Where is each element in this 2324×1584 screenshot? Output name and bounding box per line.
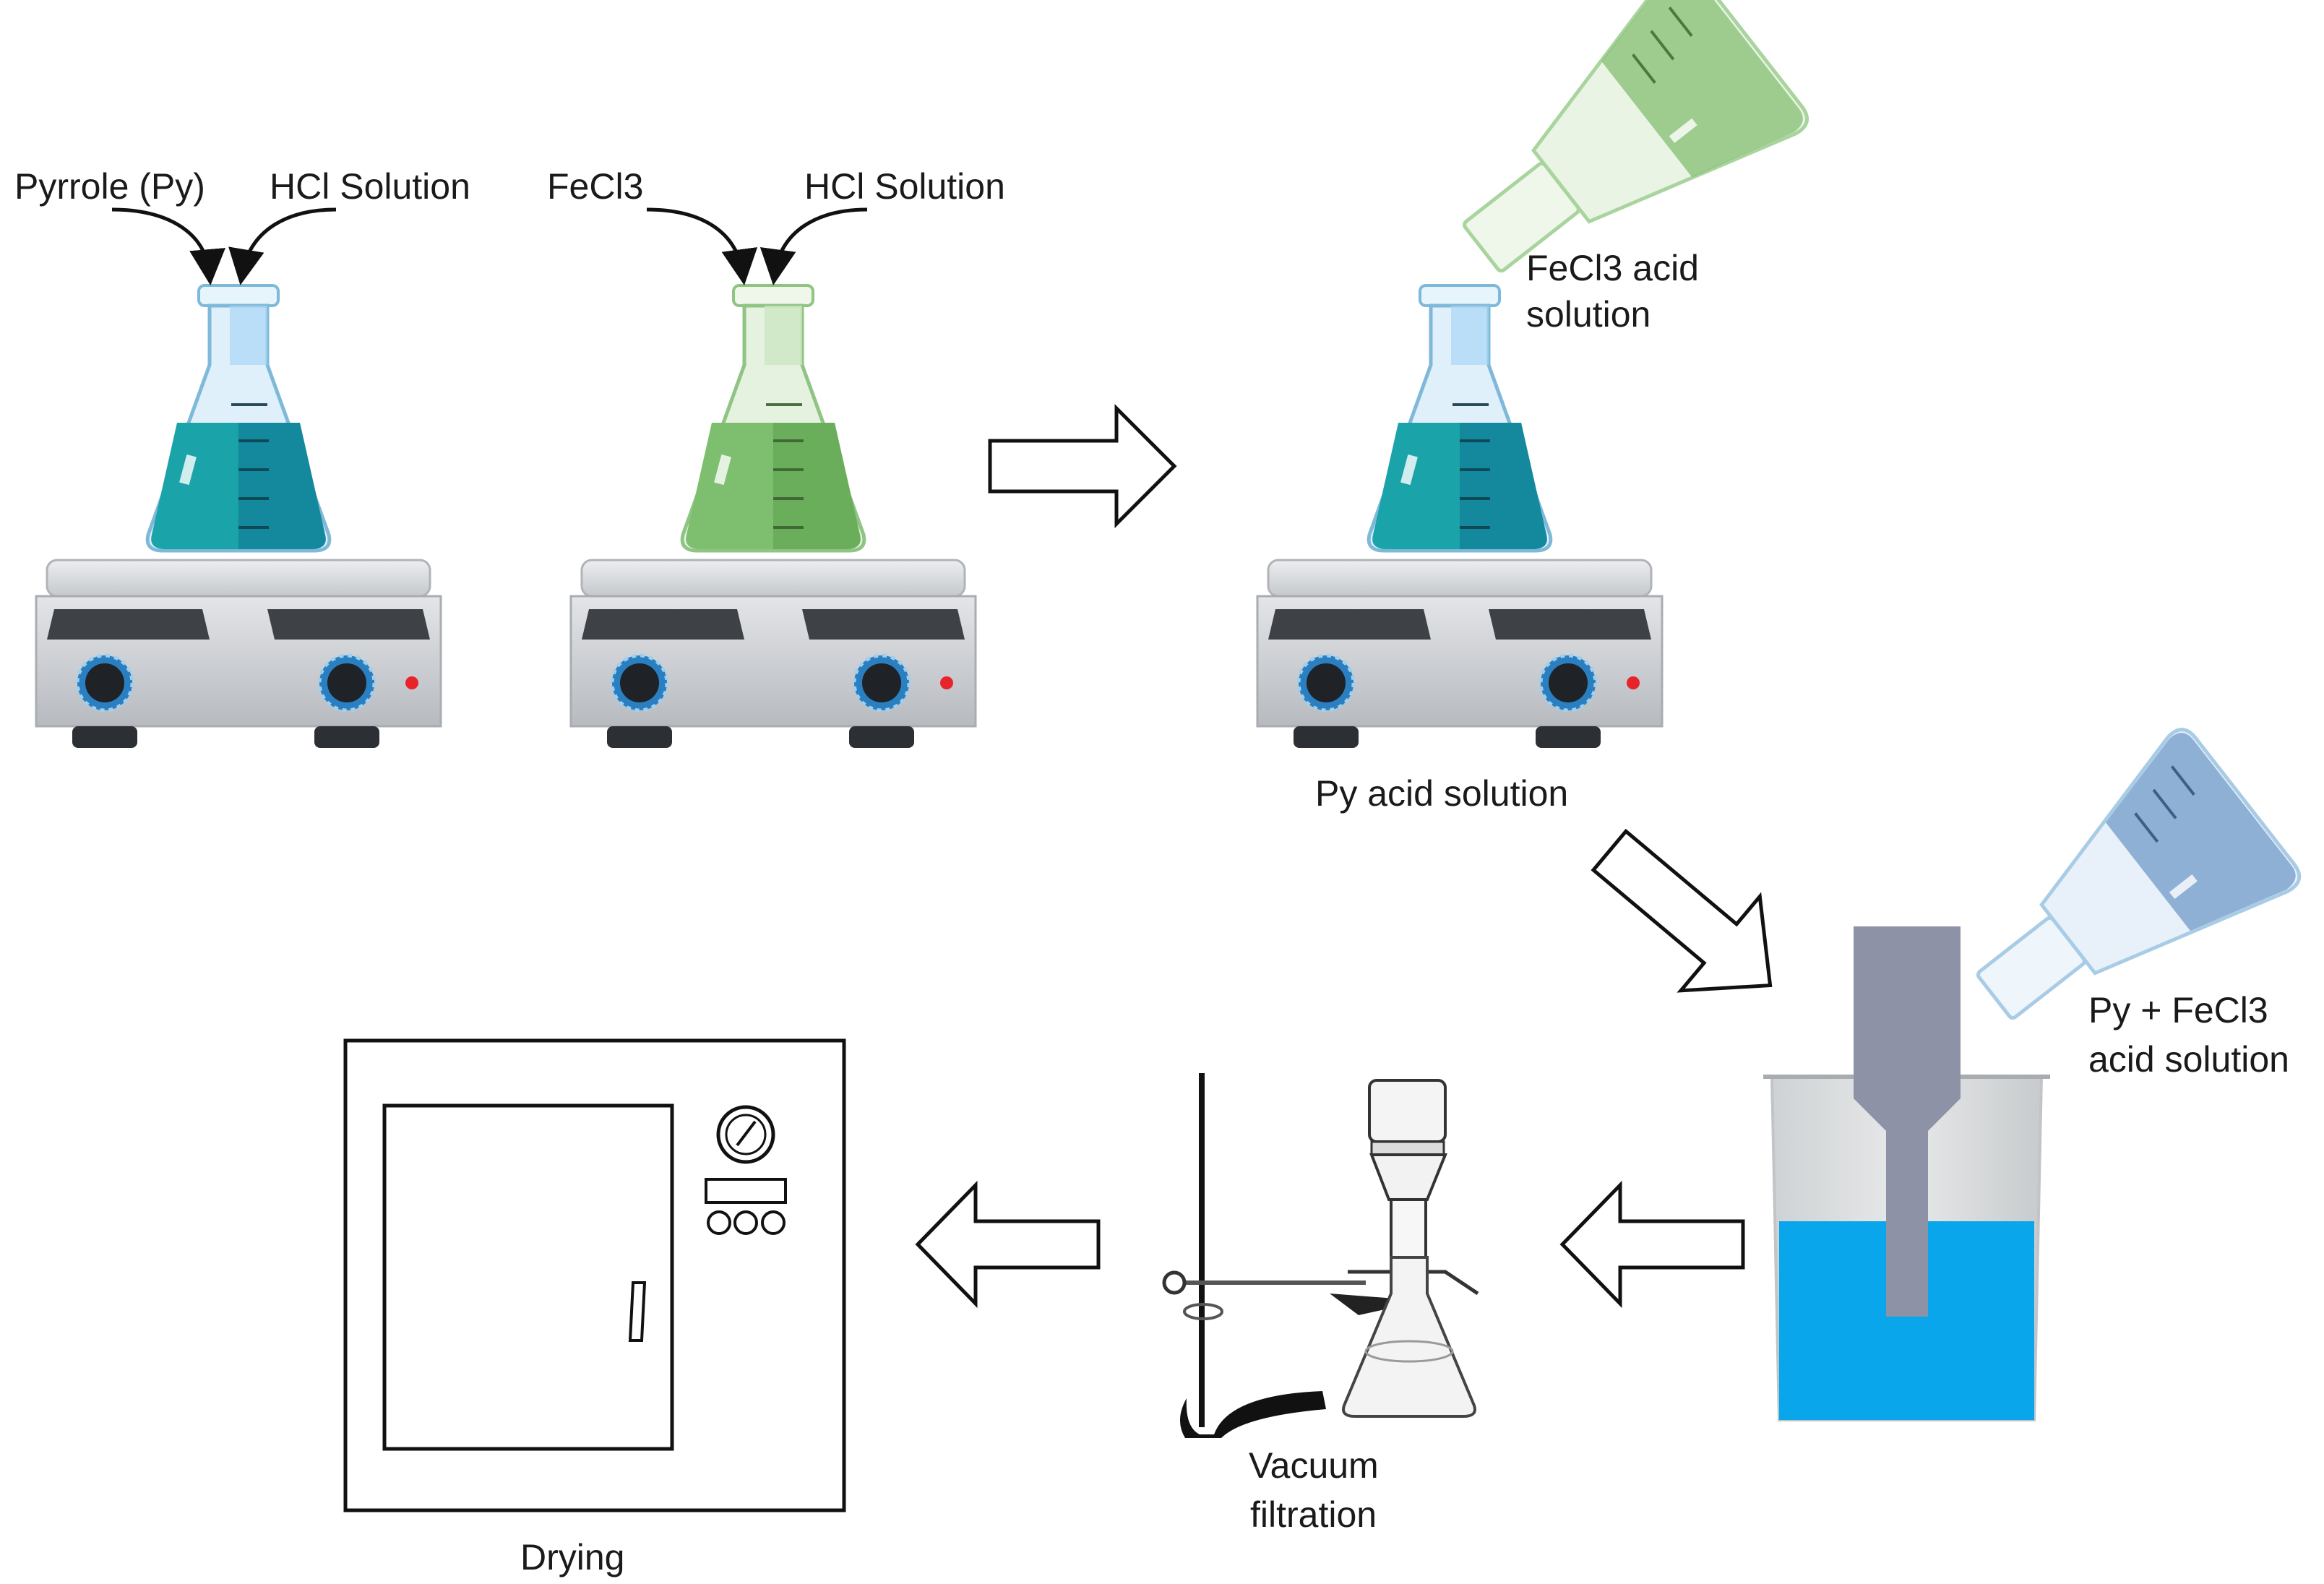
beaker-with-sonicator-probe xyxy=(1763,926,2050,1421)
arrow-pyrrole-into-flask xyxy=(111,207,225,285)
label-hcl-solution-2: HCl Solution xyxy=(804,166,1005,207)
label-fecl3: FeCl3 xyxy=(547,166,643,207)
label-py-fecl3-1: Py + FeCl3 xyxy=(2088,990,2268,1030)
process-arrow-left-2 xyxy=(915,1180,1101,1309)
label-pyrrole: Pyrrole (Py) xyxy=(14,166,205,207)
label-fecl3-acid-solution-1: FeCl3 acid xyxy=(1526,248,1699,288)
hotplate-stirrer-1 xyxy=(36,560,441,748)
process-arrow-left-1 xyxy=(1559,1180,1745,1309)
erlenmeyer-flask-pyrrole xyxy=(145,284,332,553)
process-arrow-right xyxy=(988,403,1177,529)
arrow-fecl3-into-flask xyxy=(646,207,758,285)
pouring-flask-fecl3-acid xyxy=(1463,0,1809,273)
label-hcl-solution-1: HCl Solution xyxy=(270,166,470,207)
label-vacuum: Vacuum xyxy=(1249,1445,1379,1486)
erlenmeyer-flask-py-acid xyxy=(1367,284,1553,553)
label-py-fecl3-2: acid solution xyxy=(2088,1039,2289,1080)
label-py-acid-solution: Py acid solution xyxy=(1315,773,1568,814)
vacuum-filtration-apparatus xyxy=(1162,1073,1479,1438)
arrow-hcl-into-flask-2 xyxy=(759,207,868,285)
hotplate-stirrer-3 xyxy=(1257,560,1662,748)
label-filtration: filtration xyxy=(1250,1494,1377,1535)
label-fecl3-acid-solution-2: solution xyxy=(1526,294,1651,335)
erlenmeyer-flask-fecl3 xyxy=(680,284,866,553)
arrow-hcl-into-flask-1 xyxy=(228,207,337,285)
drying-oven xyxy=(343,1038,846,1512)
label-drying: Drying xyxy=(520,1537,624,1577)
hotplate-stirrer-2 xyxy=(571,560,976,748)
pouring-flask-py-fecl3 xyxy=(1976,728,2302,1020)
process-arrow-diagonal xyxy=(1591,828,1773,993)
